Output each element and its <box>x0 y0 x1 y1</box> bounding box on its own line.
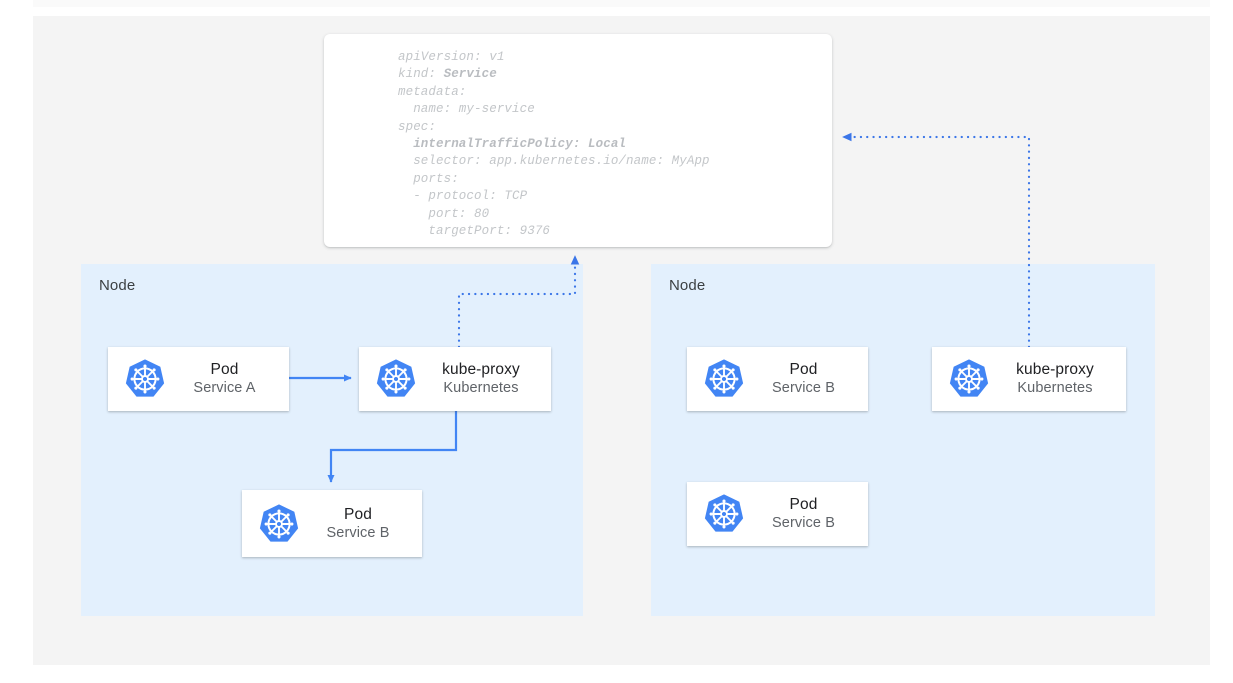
card-title: Pod <box>344 505 372 523</box>
card-title: Pod <box>210 361 239 378</box>
card-pod-service-a[interactable]: Pod Service A <box>108 347 289 411</box>
node-label-left: Node <box>99 277 136 294</box>
kubernetes-logo-glyph <box>259 503 299 542</box>
kubernetes-logo-glyph <box>125 359 165 397</box>
card-kube-proxy-left-text: kube-proxy Kubernetes <box>417 360 551 398</box>
kubernetes-icon <box>375 358 417 400</box>
card-title: kube-proxy <box>1016 361 1094 378</box>
card-subtitle: Kubernetes <box>443 380 519 396</box>
card-subtitle: Service B <box>772 515 835 531</box>
card-title: Pod <box>789 496 818 513</box>
kubernetes-icon <box>703 358 745 400</box>
card-pod-service-b-left-text: Pod Service B <box>300 505 422 543</box>
card-kube-proxy-right[interactable]: kube-proxy Kubernetes <box>932 347 1126 411</box>
node-panel-left: Node <box>81 264 583 616</box>
kubernetes-logo-glyph <box>949 359 989 397</box>
card-title: kube-proxy <box>442 361 520 378</box>
card-pod-service-b-left[interactable]: Pod Service B <box>242 490 422 557</box>
card-subtitle: Service B <box>772 380 835 396</box>
node-panel-right: Node <box>651 264 1155 616</box>
kubernetes-icon <box>124 358 166 400</box>
card-pod-service-a-text: Pod Service A <box>166 360 289 398</box>
top-band <box>33 0 1210 7</box>
kubernetes-logo-glyph <box>376 359 416 397</box>
card-pod-service-b-right-top[interactable]: Pod Service B <box>687 347 868 411</box>
card-kube-proxy-left[interactable]: kube-proxy Kubernetes <box>359 347 551 411</box>
kubernetes-icon <box>258 503 300 545</box>
card-pod-service-b-right-top-text: Pod Service B <box>745 360 868 398</box>
kubernetes-icon <box>948 358 990 400</box>
node-label-right: Node <box>669 277 706 294</box>
card-subtitle: Service B <box>326 524 390 541</box>
kubernetes-logo-glyph <box>704 359 744 397</box>
card-subtitle: Service A <box>193 380 256 396</box>
card-kube-proxy-right-text: kube-proxy Kubernetes <box>990 360 1126 398</box>
kubernetes-icon <box>703 493 745 535</box>
kubernetes-logo-glyph <box>704 494 744 532</box>
card-title: Pod <box>789 361 818 378</box>
card-pod-service-b-right-bottom[interactable]: Pod Service B <box>687 482 868 546</box>
card-pod-service-b-right-bottom-text: Pod Service B <box>745 495 868 533</box>
card-subtitle: Kubernetes <box>1017 380 1093 396</box>
